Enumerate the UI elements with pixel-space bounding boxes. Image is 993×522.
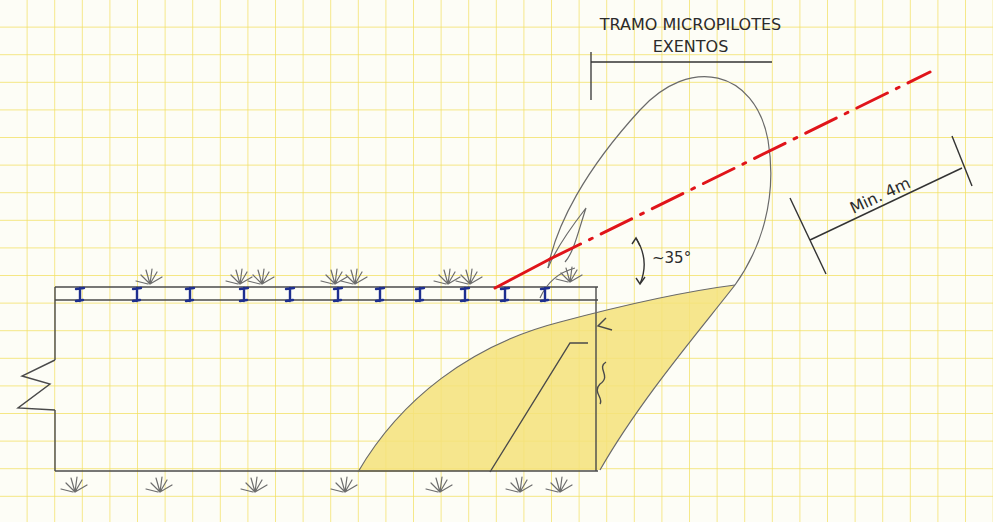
embankment-outline — [18, 287, 598, 471]
section-note: TRAMO MICROPILOTES EXENTOS — [598, 14, 783, 57]
micropile-axis — [495, 72, 930, 288]
soil-nail-heads — [76, 288, 549, 301]
angle-arc — [632, 238, 645, 284]
soil-wedge — [358, 285, 735, 472]
pile-sketch — [490, 318, 612, 472]
grass-tufts — [61, 267, 582, 492]
angle-label: ~35° — [652, 248, 691, 268]
dimension-line — [790, 136, 972, 274]
failure-surface — [358, 77, 771, 472]
label-bracket — [591, 52, 772, 100]
